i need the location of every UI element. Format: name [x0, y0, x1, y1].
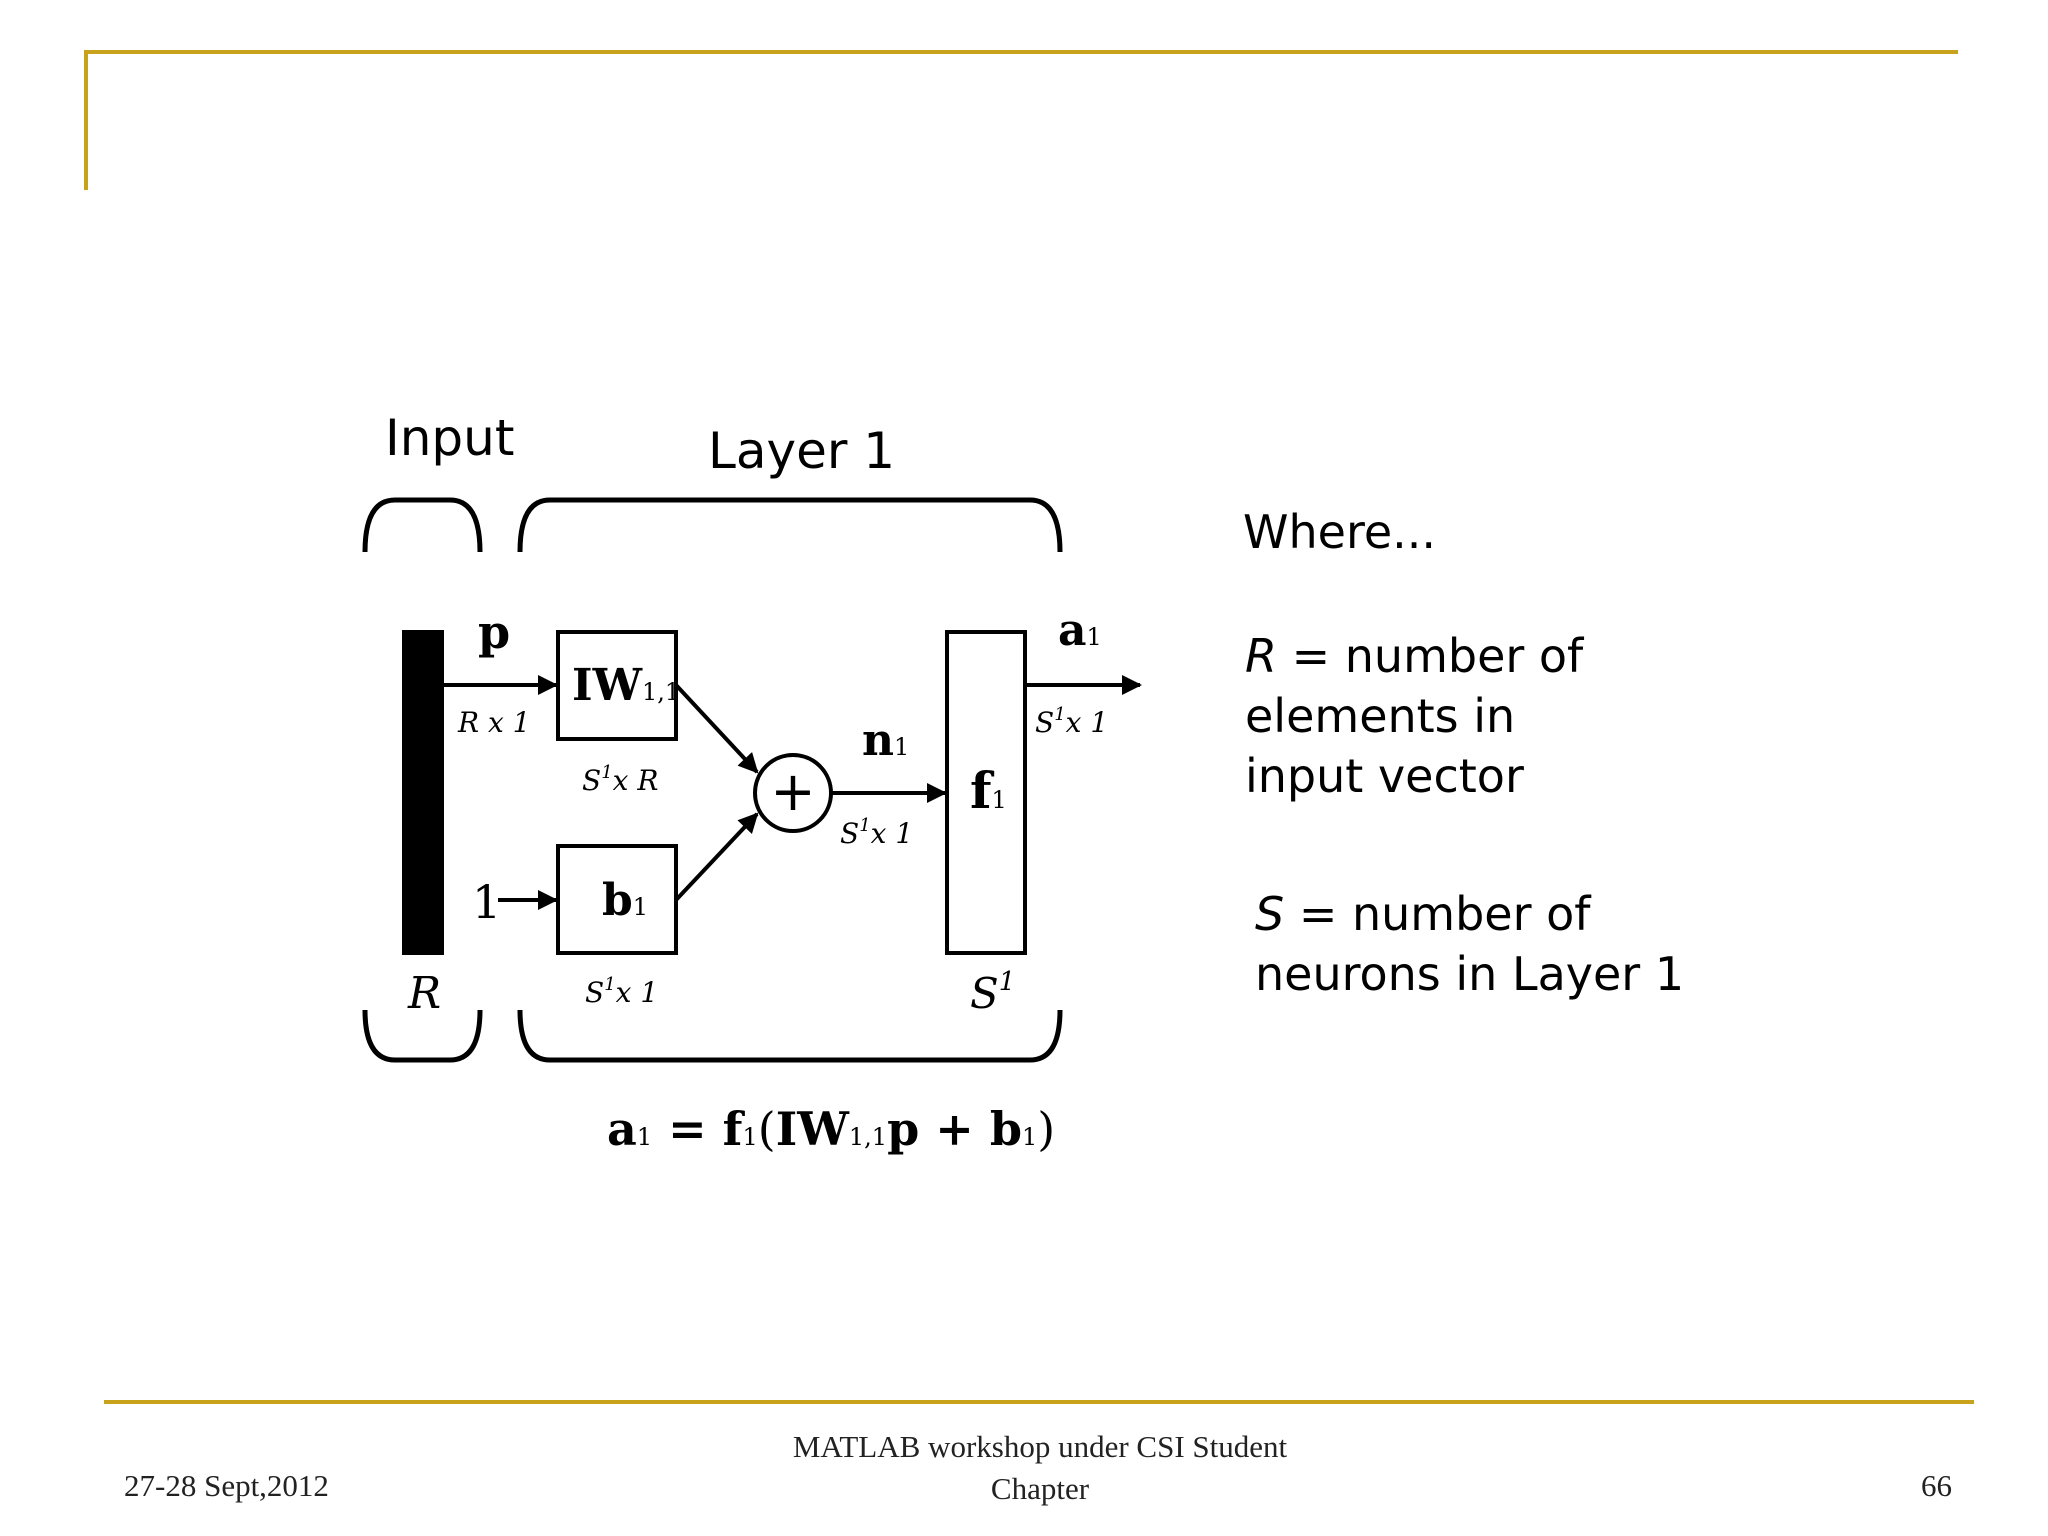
input-top-bracket: [362, 497, 483, 553]
n-label: n1: [862, 715, 909, 766]
transfer-function-label: f1: [970, 761, 1007, 820]
where-heading: Where...: [1243, 505, 1436, 559]
bias-label: b1: [602, 875, 648, 926]
input-bottom-bracket: [362, 1009, 483, 1063]
bias-to-sum-arrow: [674, 812, 759, 902]
p-dim: R x 1: [457, 706, 531, 739]
weight-box: [556, 630, 678, 741]
r-definition-line-1: R = number of: [1245, 629, 1585, 683]
transfer-function-box: [945, 630, 1027, 955]
layer-label: Layer 1: [708, 422, 895, 480]
p-label: p: [478, 605, 510, 659]
s-definition-line-1: S = number of: [1255, 887, 1592, 941]
bias-box: [556, 844, 678, 955]
layer-top-bracket: [517, 497, 1063, 553]
footer-title-line-2: Chapter: [990, 1471, 1090, 1506]
transfer-dim: S1: [970, 967, 1015, 1018]
output-dim: S1x 1: [1035, 704, 1108, 739]
s-definition-line-2: neurons in Layer 1: [1255, 947, 1684, 1001]
input-vector-bar: [402, 630, 444, 955]
left-rule: [84, 50, 88, 190]
bias-input-label: 1: [472, 875, 501, 929]
weight-to-sum-arrow: [674, 683, 759, 774]
weight-dim: S1x R: [582, 762, 658, 797]
page-number: 66: [1921, 1468, 1952, 1503]
output-label: a1: [1058, 605, 1102, 656]
layer-bottom-bracket: [517, 1009, 1063, 1063]
input-size-label: R: [407, 968, 441, 1019]
footer-title: MATLAB workshop under CSI Student Chapte…: [740, 1426, 1340, 1510]
footer-date: 27-28 Sept,2012: [124, 1468, 329, 1503]
weight-label: IW1,1: [572, 660, 680, 711]
layer-equation: a1 = f1(IW1,1p + b1): [607, 1102, 1055, 1156]
r-definition-line-2: elements in: [1245, 689, 1515, 743]
n-dim: S1x 1: [840, 815, 913, 850]
r-definition-line-3: input vector: [1245, 749, 1524, 803]
footer-rule: [104, 1400, 1974, 1404]
input-label: Input: [385, 409, 514, 467]
bias-dim: S1x 1: [585, 974, 658, 1009]
top-rule: [84, 50, 1958, 54]
footer-title-line-1: MATLAB workshop under CSI Student: [792, 1429, 1288, 1464]
summation-symbol: +: [770, 760, 815, 823]
